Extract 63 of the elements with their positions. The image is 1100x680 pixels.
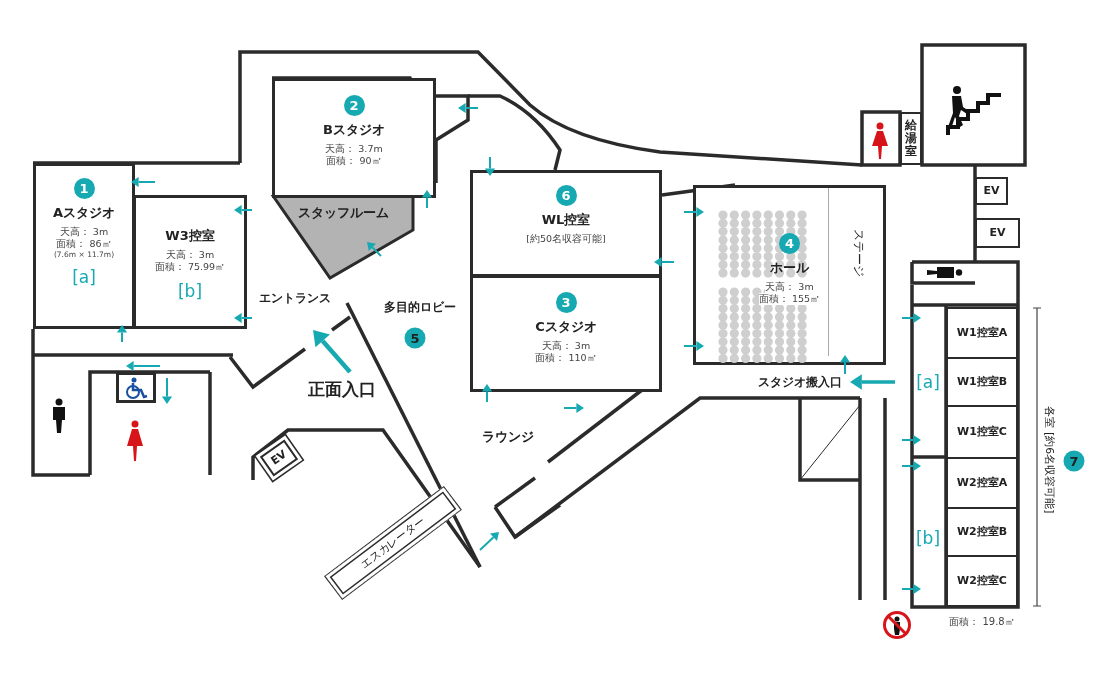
room-spec: 天高： 3m bbox=[765, 281, 814, 294]
escalator-label: エスカレーター bbox=[358, 514, 428, 572]
room bbox=[946, 307, 1018, 359]
number-badge: 1 bbox=[73, 178, 95, 199]
room-name: EV bbox=[989, 226, 1006, 240]
area-note: 面積： 19.8㎡ bbox=[949, 615, 1015, 629]
room bbox=[946, 405, 1018, 459]
room-name: ステージ bbox=[850, 228, 865, 276]
room bbox=[946, 507, 1018, 557]
room-name: 給湯室 bbox=[904, 118, 918, 159]
group-mark: [b] bbox=[915, 528, 941, 548]
room-name: W1控室B bbox=[956, 375, 1008, 389]
room-spec: 面積： 155㎡ bbox=[758, 293, 821, 305]
room-spec: 面積： 90㎡ bbox=[326, 155, 382, 167]
room bbox=[470, 170, 662, 277]
room-spec: 天高： 3m bbox=[541, 340, 591, 353]
number-badge: 6 bbox=[555, 185, 577, 206]
staff-room bbox=[272, 195, 415, 280]
room-spec: [約50名収容可能] bbox=[526, 233, 606, 246]
area-label: 多目的ロビー bbox=[384, 298, 456, 316]
room-spec: 面積： 86㎡ bbox=[56, 238, 112, 250]
room-name: W2控室C bbox=[957, 574, 1007, 588]
elevator-box bbox=[975, 218, 1020, 248]
room-name: スタッフルーム bbox=[298, 205, 389, 222]
studio-room bbox=[33, 163, 135, 329]
entrance-label: スタジオ搬入口 bbox=[758, 373, 842, 391]
kitchenette-room bbox=[900, 112, 922, 165]
group-mark: [b] bbox=[177, 281, 203, 303]
room-spec: 天高： 3m bbox=[165, 249, 215, 262]
room-name: EV bbox=[268, 447, 290, 469]
group-mark: [a] bbox=[72, 267, 96, 289]
room bbox=[133, 195, 247, 329]
room-name: W1控室C bbox=[957, 425, 1007, 439]
number-badge: 3 bbox=[555, 292, 577, 313]
room-name: W1控室A bbox=[956, 326, 1008, 340]
area-label: エントランス bbox=[259, 289, 331, 307]
room-name: ホール bbox=[770, 260, 809, 277]
number-badge: 5 bbox=[404, 327, 426, 349]
room bbox=[946, 555, 1018, 607]
room-name: Bスタジオ bbox=[323, 122, 385, 139]
area-label: ラウンジ bbox=[482, 428, 534, 446]
room-name: W3控室 bbox=[165, 228, 215, 245]
room-name: WL控室 bbox=[541, 212, 591, 229]
elevator-box bbox=[975, 177, 1008, 205]
studio-room bbox=[470, 275, 662, 392]
number-badge: 7 bbox=[1063, 450, 1085, 472]
group-mark: [a] bbox=[916, 372, 940, 392]
number-badge: 2 bbox=[343, 95, 365, 116]
room-name: EV bbox=[983, 184, 1000, 198]
room-spec: 面積： 110㎡ bbox=[535, 352, 597, 364]
studio-room bbox=[272, 78, 436, 198]
room-spec: 天高： 3.7m bbox=[325, 143, 383, 156]
room-name: W2控室A bbox=[956, 476, 1008, 490]
hall-room bbox=[693, 185, 886, 365]
room-name: Cスタジオ bbox=[535, 319, 597, 336]
room-spec: 面積： 75.99㎡ bbox=[154, 261, 226, 273]
capacity-note: 各室 [約6名収容可能] bbox=[1041, 406, 1057, 514]
room bbox=[946, 457, 1018, 509]
entrance-label: 正面入口 bbox=[308, 377, 376, 401]
room-name: Aスタジオ bbox=[52, 205, 116, 222]
room bbox=[946, 357, 1018, 407]
room-spec: 天高： 3m bbox=[59, 226, 109, 239]
room-name: W2控室B bbox=[956, 525, 1008, 539]
